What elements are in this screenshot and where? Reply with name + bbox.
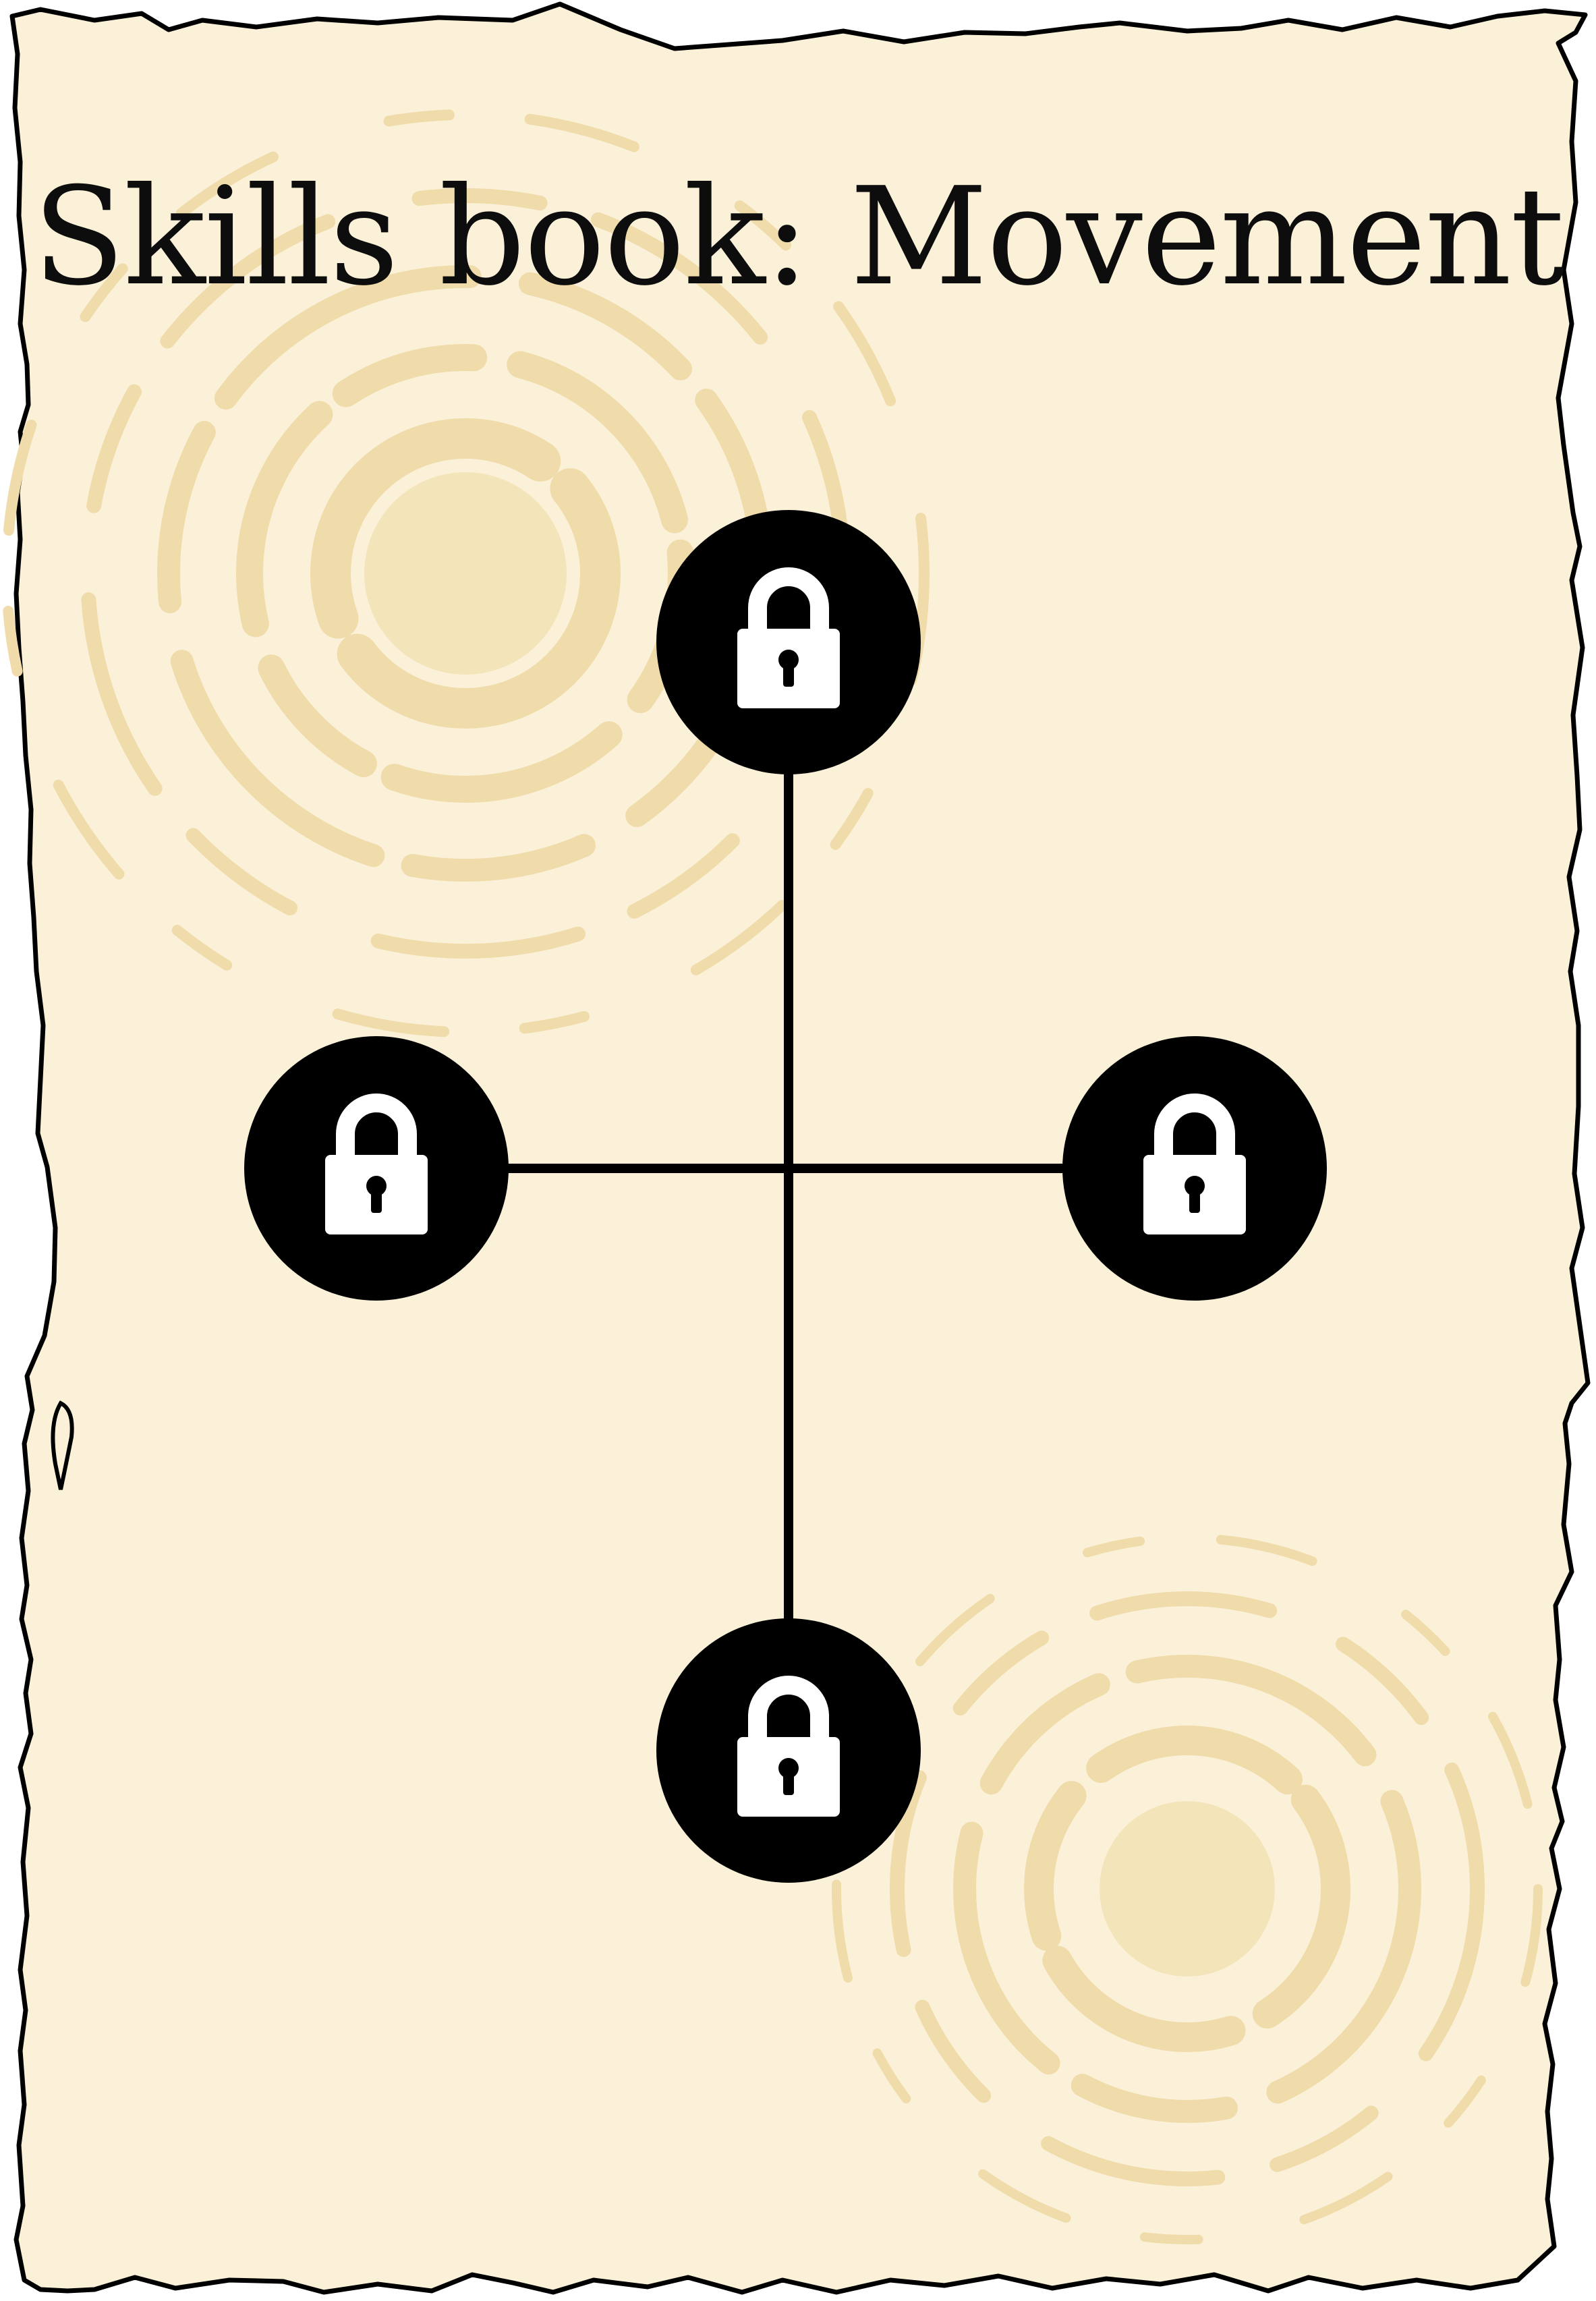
padlock-icon bbox=[737, 567, 840, 708]
padlock-icon bbox=[737, 1676, 840, 1817]
stain-center-lower bbox=[1100, 1801, 1275, 1977]
skill-node-top[interactable] bbox=[656, 510, 921, 774]
stain-center-upper bbox=[364, 472, 567, 675]
padlock-icon bbox=[1143, 1093, 1246, 1234]
stain-decoration-lower bbox=[832, 1533, 1543, 2244]
skill-node-bottom[interactable] bbox=[656, 1618, 921, 1883]
skill-node-left[interactable] bbox=[244, 1036, 509, 1301]
skill-node-right[interactable] bbox=[1062, 1036, 1327, 1301]
padlock-icon bbox=[325, 1093, 428, 1234]
page-title: Skills book: Movement bbox=[32, 159, 1564, 316]
torn-edge-mark bbox=[51, 1400, 74, 1490]
